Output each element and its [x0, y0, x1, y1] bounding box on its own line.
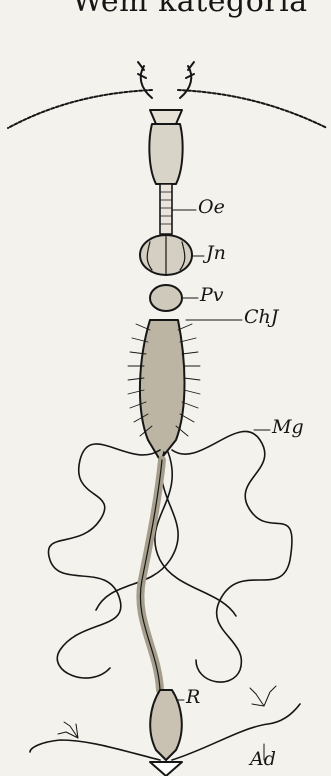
label-chd: ChJ	[244, 306, 278, 328]
right-accessory-gland	[172, 704, 300, 760]
right-gland-branches	[250, 686, 276, 706]
oesophagus	[160, 184, 172, 234]
malpighian-tubules	[48, 431, 292, 682]
anal-opening	[150, 762, 182, 776]
head-capsule	[149, 124, 182, 184]
label-jn: Jn	[206, 242, 226, 264]
proventriculus	[150, 285, 182, 311]
intestine	[140, 460, 162, 690]
left-mandible	[138, 62, 152, 98]
right-mandible	[180, 62, 194, 98]
label-ad: Ad	[250, 748, 276, 770]
rectum	[150, 690, 182, 760]
left-gland-branches	[58, 722, 78, 738]
label-r: R	[186, 686, 200, 708]
label-oe: Oe	[198, 196, 225, 218]
head	[150, 110, 182, 124]
label-mg: Mg	[272, 416, 304, 438]
left-antenna	[8, 90, 152, 128]
chylific-ventricle	[140, 320, 185, 460]
right-antenna	[178, 90, 327, 128]
left-accessory-gland	[30, 740, 160, 760]
label-pv: Pv	[200, 284, 224, 306]
